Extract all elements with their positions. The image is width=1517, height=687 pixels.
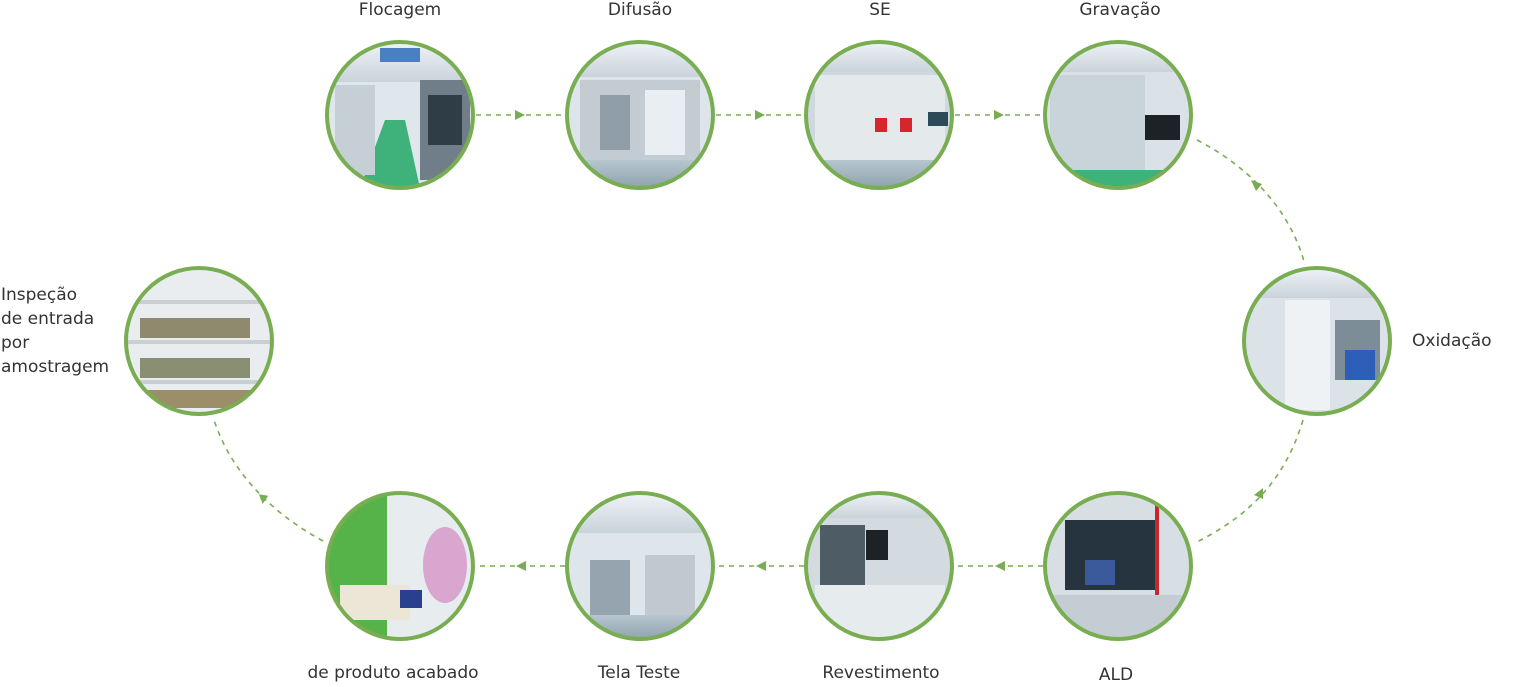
step-8-node xyxy=(565,491,715,641)
step-6-photo xyxy=(1045,493,1191,639)
step-2-node xyxy=(565,40,715,190)
step-5-node xyxy=(1242,266,1392,416)
step-6-label: ALD xyxy=(1098,665,1134,685)
step-4-label: Gravação xyxy=(1079,0,1161,20)
step-7-label: Revestimento xyxy=(822,663,940,683)
step-10-photo xyxy=(126,268,272,414)
step-6-node xyxy=(1043,491,1193,641)
arrowhead-8-9 xyxy=(516,561,526,571)
step-1-label: Flocagem xyxy=(358,0,442,20)
step-3-node xyxy=(804,40,954,190)
arrowhead-4-5 xyxy=(1251,180,1262,191)
step-8-label: Tela Teste xyxy=(597,663,681,683)
arrowhead-1-2 xyxy=(515,110,525,120)
arrowhead-9-10 xyxy=(258,494,269,505)
connector-4-5 xyxy=(1196,139,1306,266)
step-7-node xyxy=(804,491,954,641)
connector-5-6 xyxy=(1196,419,1304,543)
step-8-ring xyxy=(565,491,715,641)
step-4-ring xyxy=(1043,40,1193,190)
step-6-ring xyxy=(1043,491,1193,641)
connector-9-10 xyxy=(213,419,324,542)
step-10-node xyxy=(124,266,274,416)
step-10-ring xyxy=(124,266,274,416)
step-3-ring xyxy=(804,40,954,190)
step-2-label: Difusão xyxy=(607,0,673,20)
step-9-node xyxy=(325,491,475,641)
arrowhead-5-6 xyxy=(1254,488,1263,499)
step-5-ring xyxy=(1242,266,1392,416)
arrowhead-6-7 xyxy=(995,561,1005,571)
arrowhead-3-4 xyxy=(994,110,1004,120)
step-9-ring xyxy=(325,491,475,641)
arrowhead-7-8 xyxy=(756,561,766,571)
step-10-label: Inspeção de entrada por amostragem xyxy=(1,285,110,377)
arrowhead-2-3 xyxy=(755,110,765,120)
step-2-ring xyxy=(565,40,715,190)
step-2-photo xyxy=(567,42,713,188)
step-3-label: SE xyxy=(869,0,891,20)
step-4-node xyxy=(1043,40,1193,190)
arrowheads xyxy=(258,110,1263,571)
step-7-photo xyxy=(806,493,952,639)
step-7-ring xyxy=(804,491,954,641)
step-5-label: Oxidação xyxy=(1412,331,1492,351)
step-9-label: de produto acabado xyxy=(307,663,479,683)
step-1-node xyxy=(325,40,475,190)
step-1-ring xyxy=(325,40,475,190)
